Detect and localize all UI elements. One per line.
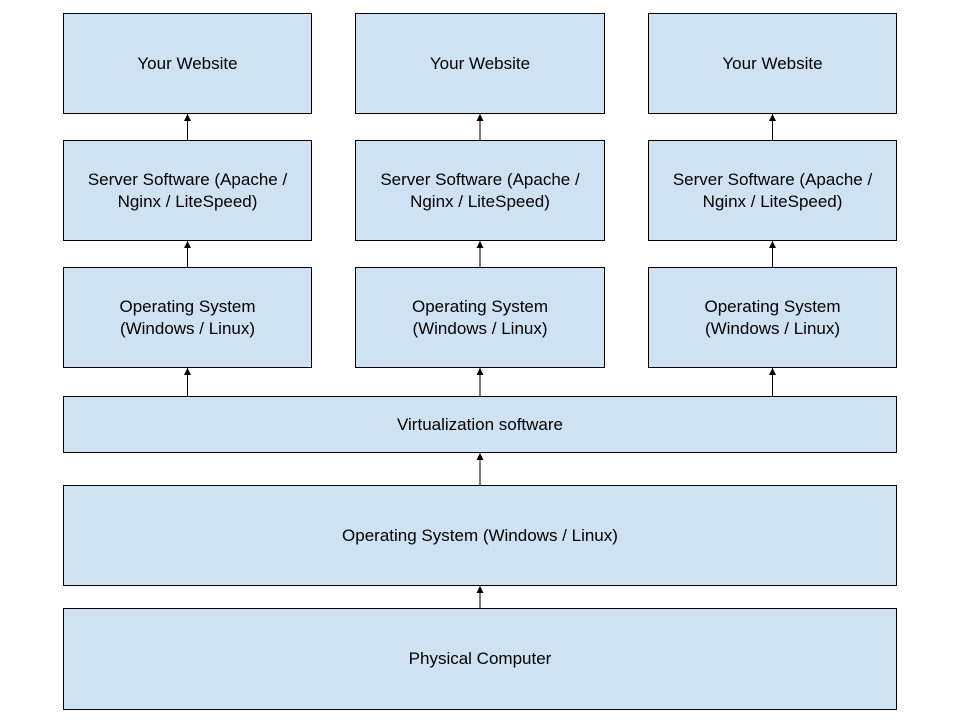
website-box-2: Your Website	[355, 13, 605, 114]
guest-os-box-2: Operating System (Windows / Linux)	[355, 267, 605, 368]
guest-os-box-3: Operating System (Windows / Linux)	[648, 267, 897, 368]
physical-computer-label: Physical Computer	[408, 649, 552, 668]
host-os-box: Operating System (Windows / Linux)	[63, 485, 897, 586]
server-software-label: Server Software (Apache / Nginx / LiteSp…	[380, 169, 580, 211]
guest-os-label: Operating System (Windows / Linux)	[411, 296, 549, 338]
server-software-label: Server Software (Apache / Nginx / LiteSp…	[672, 169, 873, 211]
website-box-1: Your Website	[63, 13, 312, 114]
website-label: Your Website	[429, 53, 531, 73]
host-os-label: Operating System (Windows / Linux)	[342, 525, 618, 545]
guest-os-box-1: Operating System (Windows / Linux)	[63, 267, 312, 368]
server-software-box-2: Server Software (Apache / Nginx / LiteSp…	[355, 140, 605, 241]
guest-os-label: Operating System (Windows / Linux)	[119, 296, 256, 338]
virtualization-label: Virtualization software	[397, 414, 563, 434]
physical-computer-box: Physical Computer	[63, 608, 897, 710]
guest-os-label: Operating System (Windows / Linux)	[704, 296, 841, 338]
website-label: Your Website	[137, 53, 238, 73]
website-box-3: Your Website	[648, 13, 897, 114]
server-software-box-1: Server Software (Apache / Nginx / LiteSp…	[63, 140, 312, 241]
website-label: Your Website	[722, 53, 823, 73]
virtualization-box: Virtualization software	[63, 396, 897, 453]
server-software-label: Server Software (Apache / Nginx / LiteSp…	[87, 169, 288, 211]
server-software-box-3: Server Software (Apache / Nginx / LiteSp…	[648, 140, 897, 241]
